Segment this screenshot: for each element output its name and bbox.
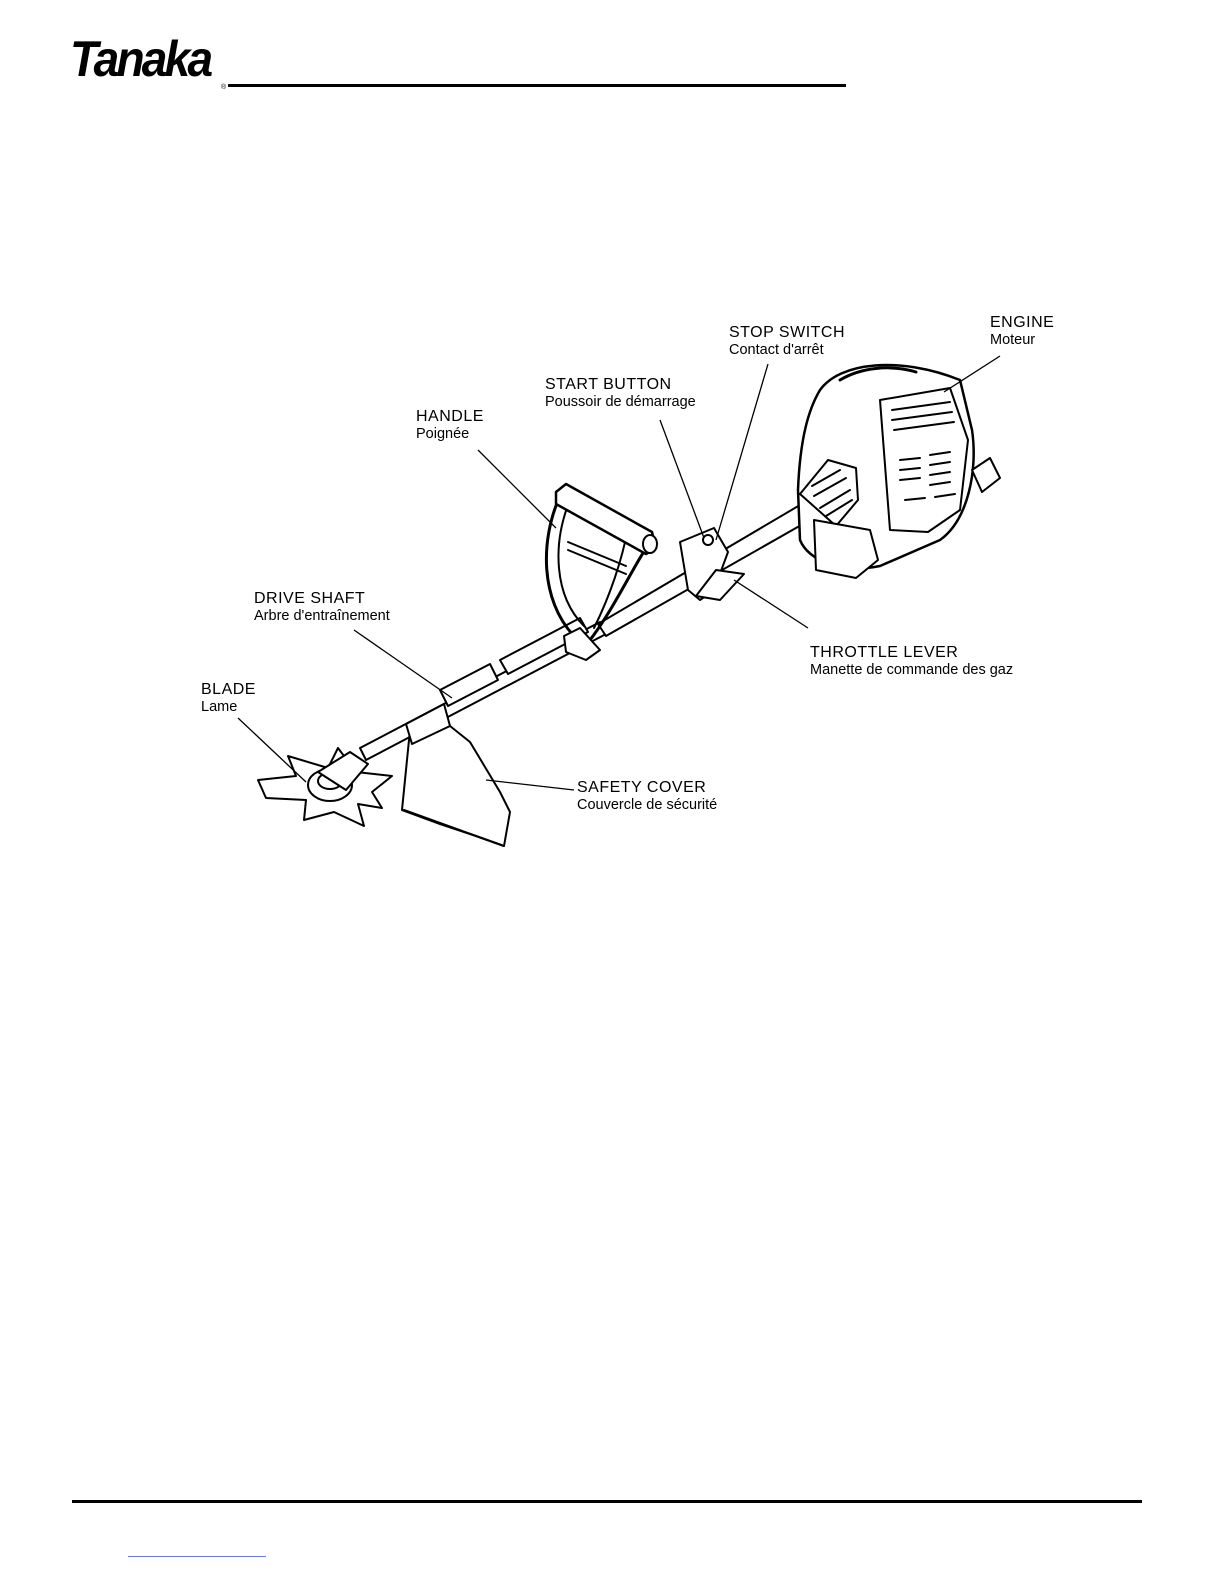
footer-rule	[72, 1500, 1142, 1503]
label-start-button: START BUTTON Poussoir de démarrage	[545, 376, 696, 411]
label-blade-en: BLADE	[201, 681, 256, 699]
footer-link-underline	[128, 1556, 266, 1557]
leader-cover	[486, 780, 574, 790]
label-handle-en: HANDLE	[416, 408, 484, 426]
label-engine: ENGINE Moteur	[990, 314, 1054, 349]
label-throttle-lever-en: THROTTLE LEVER	[810, 644, 1013, 662]
label-engine-fr: Moteur	[990, 332, 1054, 349]
label-safety-cover-fr: Couvercle de sécurité	[577, 797, 717, 814]
label-throttle-lever: THROTTLE LEVER Manette de commande des g…	[810, 644, 1013, 679]
leader-throttle	[734, 580, 808, 628]
engine-knob	[972, 458, 1000, 492]
leader-engine	[944, 356, 1000, 392]
label-start-button-fr: Poussoir de démarrage	[545, 394, 696, 411]
leader-start	[660, 420, 704, 538]
label-throttle-lever-fr: Manette de commande des gaz	[810, 662, 1013, 679]
label-engine-en: ENGINE	[990, 314, 1054, 332]
label-blade-fr: Lame	[201, 699, 256, 716]
label-safety-cover-en: SAFETY COVER	[577, 779, 717, 797]
label-blade: BLADE Lame	[201, 681, 256, 716]
leader-stop	[716, 364, 768, 540]
label-handle: HANDLE Poignée	[416, 408, 484, 443]
label-start-button-en: START BUTTON	[545, 376, 696, 394]
leader-blade	[238, 718, 306, 782]
engine-lower	[814, 520, 878, 578]
label-stop-switch-fr: Contact d'arrêt	[729, 342, 845, 359]
label-drive-shaft: DRIVE SHAFT Arbre d'entraînement	[254, 590, 390, 625]
label-stop-switch: STOP SWITCH Contact d'arrêt	[729, 324, 845, 359]
leader-drive	[354, 630, 452, 698]
label-safety-cover: SAFETY COVER Couvercle de sécurité	[577, 779, 717, 814]
label-handle-fr: Poignée	[416, 426, 484, 443]
label-drive-shaft-fr: Arbre d'entraînement	[254, 608, 390, 625]
leader-handle	[478, 450, 556, 528]
label-drive-shaft-en: DRIVE SHAFT	[254, 590, 390, 608]
label-stop-switch-en: STOP SWITCH	[729, 324, 845, 342]
